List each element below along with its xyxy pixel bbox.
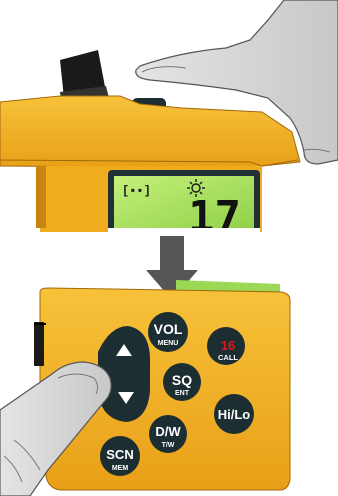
sq-ent-button[interactable]: SQ ENT [163, 363, 201, 401]
ch16-call-button[interactable]: 16 CALL [207, 327, 245, 365]
svg-text:SQ: SQ [172, 372, 192, 388]
up-down-rocker[interactable] [98, 326, 150, 422]
finger-bottom [0, 361, 112, 496]
lcd-screen [114, 176, 254, 232]
svg-text:CALL: CALL [218, 353, 238, 362]
down-button[interactable] [118, 392, 134, 404]
scn-mem-button[interactable]: SCN MEM [100, 436, 140, 476]
triangle-down-icon [118, 392, 134, 404]
down-arrow-icon [146, 236, 198, 300]
up-button[interactable] [116, 344, 132, 356]
svg-text:[▪▪]: [▪▪] [122, 184, 151, 198]
svg-text:SCN: SCN [106, 447, 133, 462]
radio-top-view: [▪▪] 17 [0, 50, 301, 243]
finger-top [135, 0, 338, 165]
svg-text:Hi/Lo: Hi/Lo [218, 407, 251, 422]
svg-text:MEM: MEM [112, 465, 129, 472]
svg-text:D/W: D/W [155, 424, 181, 439]
vol-menu-button[interactable]: VOL MENU [148, 312, 188, 352]
side-grip [34, 322, 44, 366]
svg-text:ENT: ENT [175, 390, 190, 397]
svg-text:VOL: VOL [154, 321, 183, 337]
dw-tw-button[interactable]: D/W T/W [149, 415, 187, 453]
channel-mode-icon: [▪▪] [122, 184, 151, 198]
antenna-stub [60, 50, 106, 98]
triangle-up-icon [116, 344, 132, 356]
svg-text:T/W: T/W [162, 442, 175, 449]
backlight-sun-icon [187, 179, 205, 197]
svg-text:MENU: MENU [158, 340, 179, 347]
radio-body-top [0, 95, 301, 169]
hilo-button[interactable]: Hi/Lo [214, 394, 254, 434]
svg-text:16: 16 [221, 338, 235, 353]
